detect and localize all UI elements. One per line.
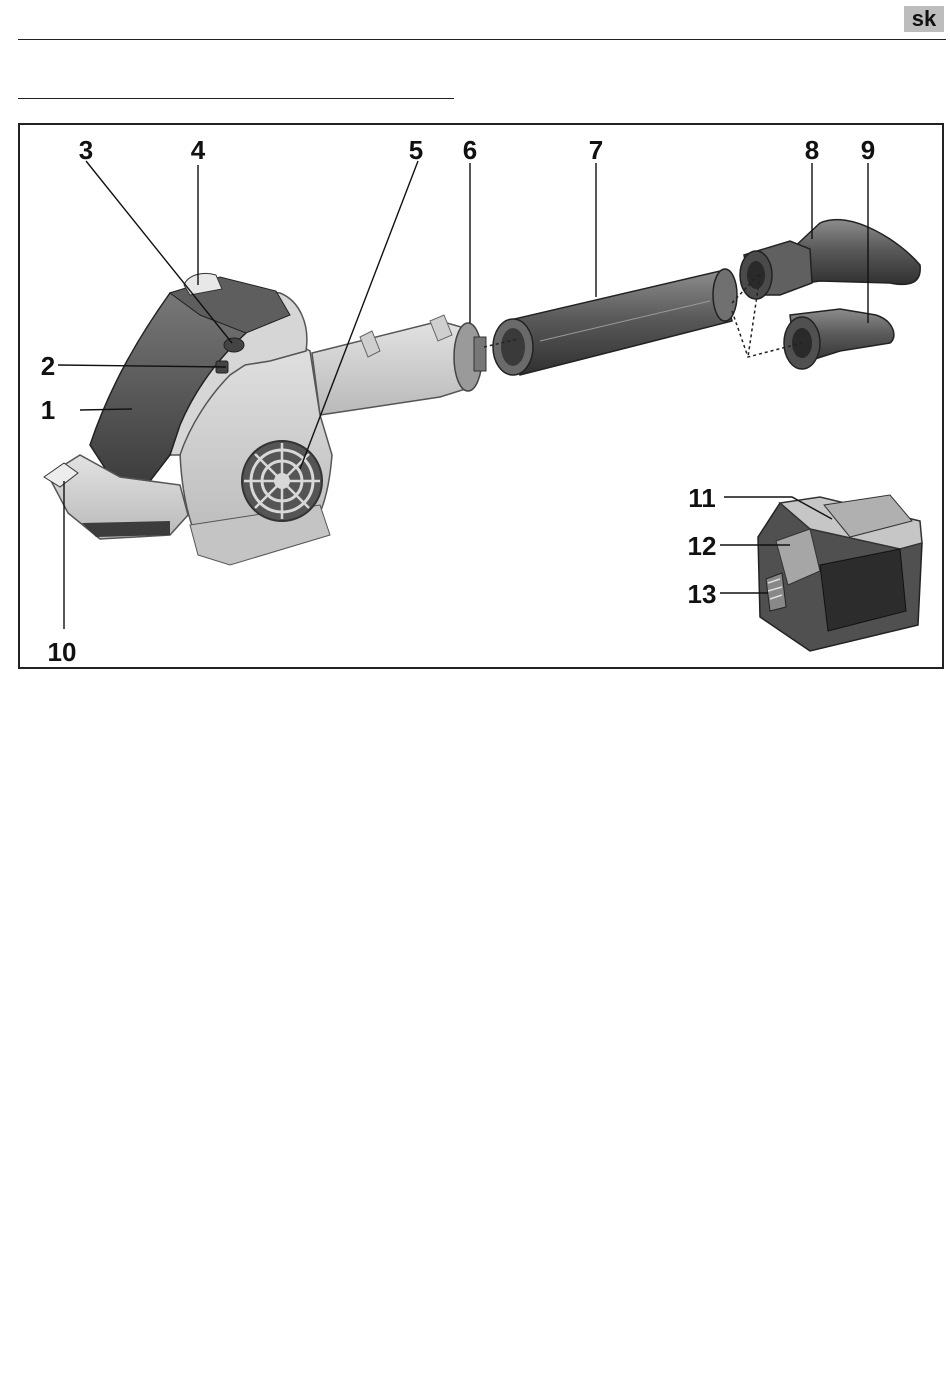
product-overview-figure: 3 4 5 6 7 8 9 2 1 10 11 12 13 — [18, 123, 944, 669]
callout-9: 9 — [861, 135, 875, 165]
callout-13: 13 — [688, 579, 717, 609]
callout-8: 8 — [805, 135, 819, 165]
callout-6: 6 — [463, 135, 477, 165]
air-intake-grille — [242, 441, 322, 521]
blower-body — [44, 273, 486, 565]
callout-10: 10 — [48, 637, 77, 667]
callout-3: 3 — [79, 135, 93, 165]
callout-1: 1 — [41, 395, 55, 425]
blow-tube — [493, 269, 737, 375]
callout-7: 7 — [589, 135, 603, 165]
battery-pack — [758, 495, 922, 651]
header-rule — [18, 39, 946, 40]
callout-11: 11 — [688, 483, 716, 513]
flat-nozzle — [740, 220, 920, 299]
round-nozzle — [784, 309, 894, 369]
language-badge: sk — [904, 6, 944, 32]
callout-2: 2 — [41, 351, 55, 381]
callout-12: 12 — [688, 531, 717, 561]
callout-5: 5 — [409, 135, 423, 165]
exploded-view-illustration: 3 4 5 6 7 8 9 2 1 10 11 12 13 — [20, 125, 942, 667]
callout-4: 4 — [191, 135, 206, 165]
section-rule — [18, 98, 454, 99]
